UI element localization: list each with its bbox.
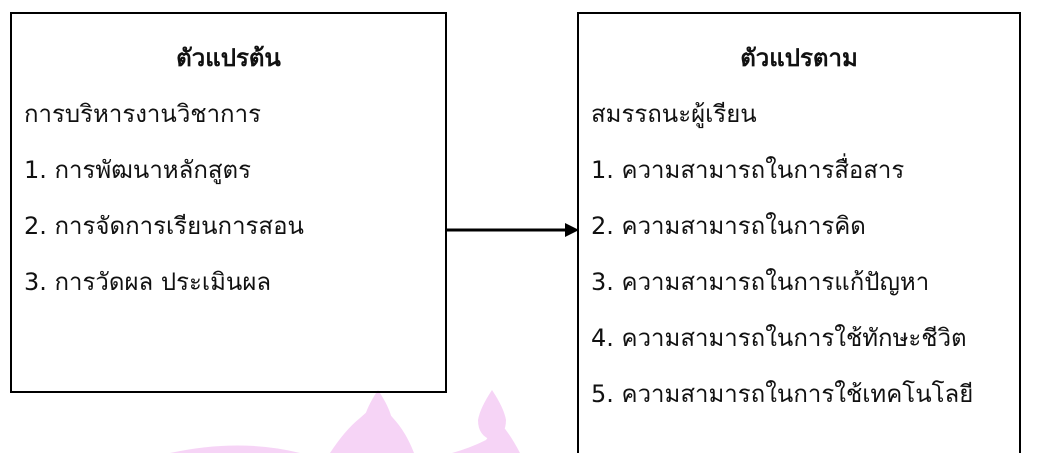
dependent-variable-box: ตัวแปรตาม สมรรถนะผู้เรียน 1. ความสามารถใ…	[577, 12, 1021, 453]
dependent-variable-item: 5. ความสามารถในการใช้เทคโนโลยี	[591, 380, 974, 408]
independent-variable-box: ตัวแปรต้น การบริหารงานวิชาการ 1. การพัฒน…	[10, 12, 447, 393]
dependent-variable-item: 4. ความสามารถในการใช้ทักษะชีวิต	[591, 324, 967, 352]
connector-arrow	[445, 223, 579, 237]
independent-variable-item: 3. การวัดผล ประเมินผล	[24, 268, 272, 296]
dependent-variable-title: ตัวแปรตาม	[740, 44, 858, 72]
independent-variable-item: 2. การจัดการเรียนการสอน	[24, 212, 304, 240]
independent-variable-title: ตัวแปรต้น	[176, 44, 281, 72]
dependent-variable-subtitle: สมรรถนะผู้เรียน	[591, 100, 757, 128]
independent-variable-item: 1. การพัฒนาหลักสูตร	[24, 156, 251, 184]
dependent-variable-item: 2. ความสามารถในการคิด	[591, 212, 866, 240]
dependent-variable-item: 3. ความสามารถในการแก้ปัญหา	[591, 268, 930, 296]
independent-variable-subtitle: การบริหารงานวิชาการ	[24, 100, 261, 128]
arrowhead-icon	[565, 223, 579, 237]
dependent-variable-item: 1. ความสามารถในการสื่อสาร	[591, 156, 905, 184]
